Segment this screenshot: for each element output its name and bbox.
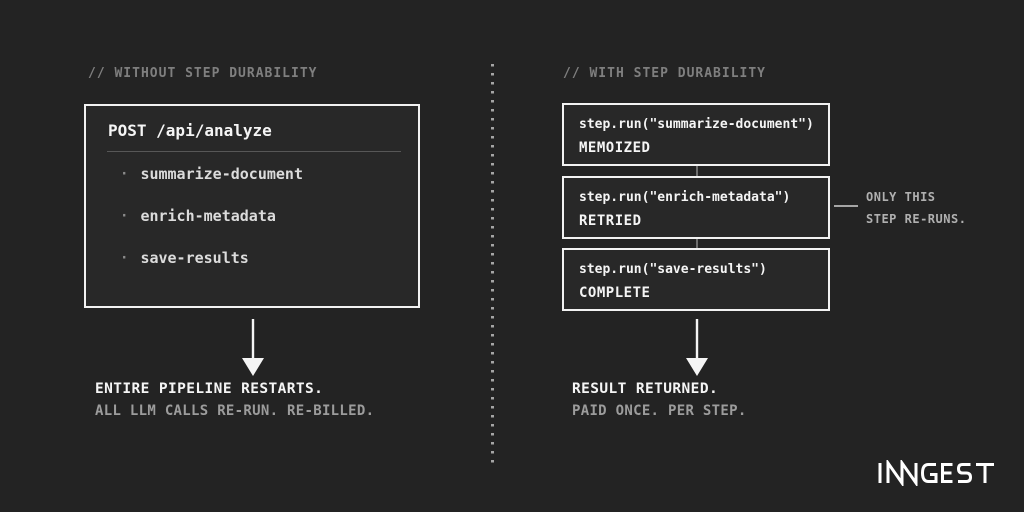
right-caption-secondary: PAID ONCE. PER STEP. bbox=[572, 403, 747, 419]
card-connector bbox=[696, 166, 698, 176]
annotation-dash bbox=[834, 205, 858, 207]
step-card: step.run("enrich-metadata") RETRIED bbox=[562, 176, 830, 239]
annotation-line1: ONLY THIS bbox=[866, 190, 936, 204]
pipeline-box-divider bbox=[107, 151, 401, 152]
list-item-label: enrich-metadata bbox=[140, 207, 276, 225]
step-code: step.run("enrich-metadata") bbox=[579, 190, 791, 205]
inngest-logo-icon bbox=[878, 458, 994, 488]
right-caption-primary: RESULT RETURNED. bbox=[572, 381, 719, 397]
pipeline-step-list: · summarize-document · enrich-metadata ·… bbox=[86, 163, 418, 269]
annotation-line2: STEP RE-RUNS. bbox=[866, 212, 967, 226]
step-code: step.run("summarize-document") bbox=[579, 117, 814, 132]
list-item: · summarize-document bbox=[120, 163, 418, 185]
annotation: ONLY THIS STEP RE-RUNS. bbox=[866, 186, 966, 230]
left-panel-header: // WITHOUT STEP DURABILITY bbox=[88, 66, 318, 81]
card-connector bbox=[696, 239, 698, 248]
step-status: RETRIED bbox=[579, 213, 642, 229]
dotted-divider bbox=[491, 64, 494, 466]
list-item: · save-results bbox=[120, 247, 418, 269]
pipeline-box: POST /api/analyze · summarize-document ·… bbox=[84, 104, 420, 308]
bullet-icon: · bbox=[120, 208, 129, 224]
list-item-label: save-results bbox=[140, 249, 249, 267]
left-caption-primary: ENTIRE PIPELINE RESTARTS. bbox=[95, 381, 324, 397]
right-panel-header: // WITH STEP DURABILITY bbox=[563, 66, 767, 81]
inngest-logo: INNGEST bbox=[876, 458, 998, 488]
bullet-icon: · bbox=[120, 250, 129, 266]
step-card: step.run("summarize-document") MEMOIZED bbox=[562, 103, 830, 166]
step-status: MEMOIZED bbox=[579, 140, 651, 156]
bullet-icon: · bbox=[120, 166, 129, 182]
pipeline-box-title: POST /api/analyze bbox=[108, 121, 272, 140]
step-code: step.run("save-results") bbox=[579, 262, 767, 277]
list-item: · enrich-metadata bbox=[120, 205, 418, 227]
left-caption-secondary: ALL LLM CALLS RE-RUN. RE-BILLED. bbox=[95, 403, 375, 419]
step-card: step.run("save-results") COMPLETE bbox=[562, 248, 830, 311]
step-status: COMPLETE bbox=[579, 285, 651, 301]
arrow-down-icon bbox=[242, 319, 264, 376]
arrow-down-icon bbox=[686, 319, 708, 376]
list-item-label: summarize-document bbox=[140, 165, 303, 183]
